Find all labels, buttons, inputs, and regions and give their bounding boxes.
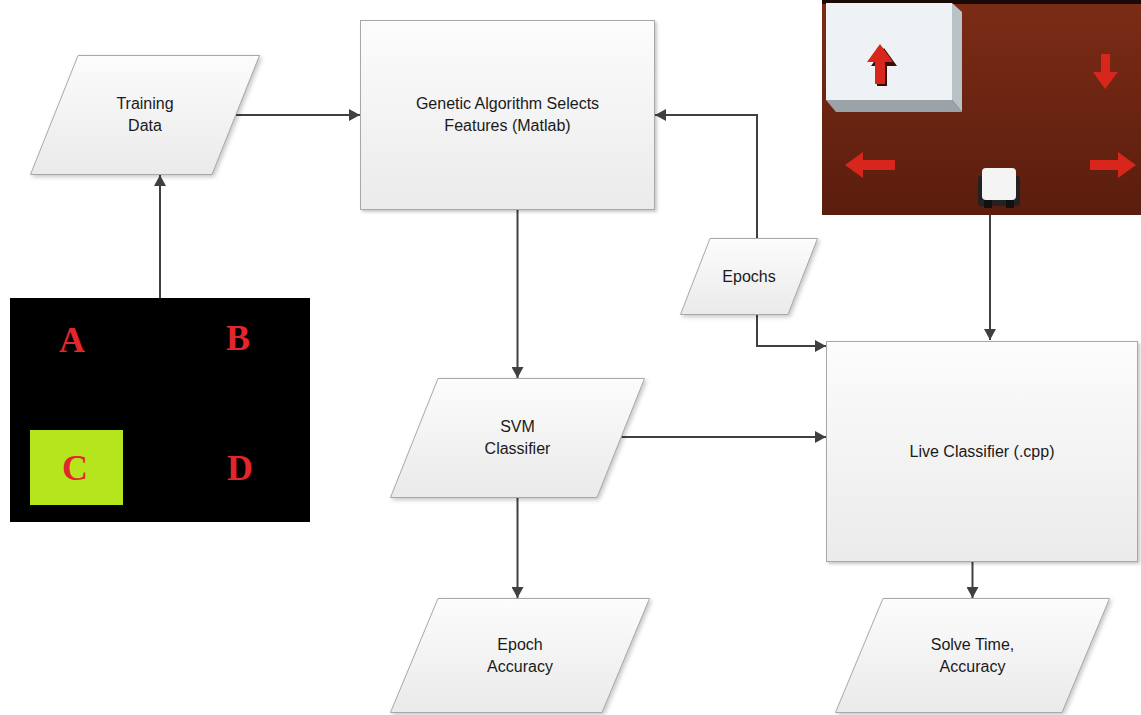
flow-arrow [517,210,519,378]
text-wrap: Live Classifier (.cpp) [827,342,1137,561]
flow-arrow [757,315,826,346]
speller-grid: A B C D [10,298,310,522]
process-box: Genetic Algorithm Selects Features (Matl… [360,20,655,210]
image-feed-arrow [989,215,991,340]
speller-letter: B [226,320,250,356]
text-wrap: Epochs [680,238,818,315]
parallelogram-outline [30,55,260,175]
text-wrap: SVM Classifier [390,378,645,498]
node-label: Live Classifier (.cpp) [910,441,1055,463]
data-parallelogram: Training Data [30,55,260,175]
speller-letter: C [62,450,88,486]
data-parallelogram: SVM Classifier [390,378,645,498]
flow-arrow [655,115,757,238]
highlight-cell [30,430,123,505]
node-label: SVM Classifier [473,416,563,459]
game-screenshot [822,0,1141,215]
grid-background [10,298,310,522]
text-wrap: Epoch Accuracy [390,598,650,713]
flow-arrow [159,175,161,298]
process-box: Live Classifier (.cpp) [826,341,1138,562]
flow-arrow [236,114,360,116]
node-label: Genetic Algorithm Selects Features (Matl… [398,93,618,136]
data-parallelogram: Solve Time, Accuracy [835,598,1110,713]
flow-arrow [621,436,826,438]
data-parallelogram: Epoch Accuracy [390,598,650,713]
flow-arrow [972,562,974,598]
parallelogram-outline [835,598,1110,713]
node-label: Solve Time, Accuracy [923,634,1023,677]
text-wrap: Training Data [30,55,260,175]
node-label: Training Data [100,93,190,136]
parallelogram-outline [390,378,645,498]
parallelogram-outline [390,598,650,713]
flow-arrow [517,498,519,598]
data-parallelogram: Epochs [680,238,818,315]
node-label: Epochs [722,266,775,288]
text-wrap: Solve Time, Accuracy [835,598,1110,713]
speller-letter: A [59,322,85,358]
speller-letter: D [227,450,253,486]
text-wrap: Genetic Algorithm Selects Features (Matl… [361,21,654,209]
node-label: Epoch Accuracy [480,634,560,677]
